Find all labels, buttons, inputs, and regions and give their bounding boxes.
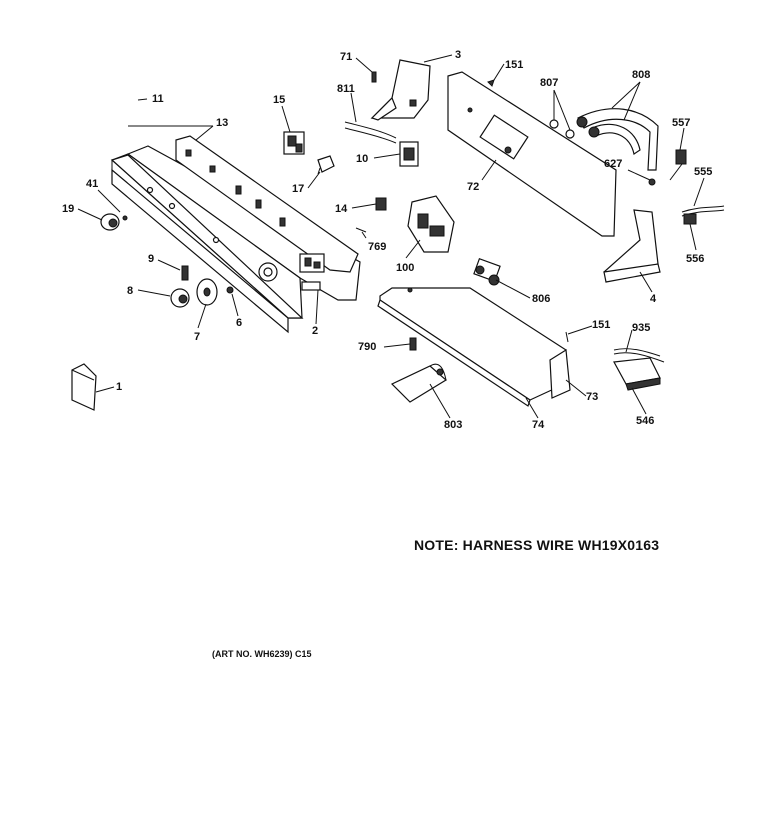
callout-8: 8 — [127, 285, 133, 297]
control-panel-frame-part — [175, 135, 359, 291]
screw-151-top-part — [487, 79, 495, 87]
callout-935: 935 — [632, 322, 650, 334]
bracket-3-part — [370, 59, 431, 121]
callout-769: 769 — [368, 241, 386, 253]
spring-9-part — [181, 265, 189, 281]
bracket-803-part — [390, 363, 448, 403]
harness-wire-note: NOTE: HARNESS WIRE WH19X0163 — [414, 537, 660, 553]
callout-11: 11 — [152, 93, 164, 105]
callout-803: 803 — [444, 419, 462, 431]
callout-555: 555 — [694, 166, 712, 178]
callout-41: 41 — [86, 178, 98, 190]
callout-73: 73 — [586, 391, 598, 403]
callout-3: 3 — [455, 49, 461, 61]
callout-807: 807 — [540, 77, 558, 89]
callout-557: 557 — [672, 117, 690, 129]
callout-811: 811 — [337, 83, 355, 95]
callout-10: 10 — [356, 153, 368, 165]
knob-8-part — [170, 288, 190, 308]
bracket-4-part — [603, 209, 661, 283]
callout-13: 13 — [216, 117, 228, 129]
literature-envelope-part — [71, 363, 97, 411]
cord-557-part — [669, 149, 687, 181]
hose-808-part — [576, 108, 659, 171]
hose-811-part — [344, 121, 397, 144]
callout-151-top: 151 — [505, 59, 523, 71]
rear-panel-part — [447, 71, 617, 237]
clip-14-part — [375, 197, 387, 211]
washer-807-part — [549, 119, 575, 139]
clip-790-part — [409, 337, 417, 351]
dial-7-part — [196, 278, 218, 306]
callout-74: 74 — [532, 419, 545, 431]
callout-808: 808 — [632, 69, 650, 81]
callout-627: 627 — [604, 158, 622, 170]
callout-14: 14 — [335, 203, 348, 215]
callout-790: 790 — [358, 341, 376, 353]
callout-71: 71 — [340, 51, 352, 63]
callout-556: 556 — [686, 253, 704, 265]
timer-10-part — [399, 141, 419, 167]
callout-2: 2 — [312, 325, 318, 337]
callout-72: 72 — [467, 181, 479, 193]
callout-151-lower: 151 — [592, 319, 610, 331]
callout-546: 546 — [636, 415, 654, 427]
switch-15-part — [283, 131, 305, 155]
callout-19: 19 — [62, 203, 74, 215]
clip-6-part — [226, 286, 234, 294]
screw-151-lower-part — [565, 331, 569, 343]
callout-labels: 11 13 41 19 9 8 7 6 2 1 15 17 71 3 811 1… — [62, 49, 712, 431]
callout-1: 1 — [116, 381, 122, 393]
callout-100: 100 — [396, 262, 414, 274]
clip-17-part — [317, 155, 335, 175]
console-base-part — [377, 287, 571, 407]
callout-9: 9 — [148, 253, 154, 265]
knob-19-part — [100, 213, 128, 231]
leader-lines — [77, 54, 705, 419]
connector-556-part — [683, 213, 697, 225]
module-546-part — [613, 357, 661, 391]
screw-627-part — [648, 178, 656, 186]
callout-806: 806 — [532, 293, 550, 305]
screw-71-part — [371, 71, 377, 83]
valve-806-part — [473, 257, 501, 286]
callout-4: 4 — [650, 293, 657, 305]
callout-17: 17 — [292, 183, 304, 195]
callout-6: 6 — [236, 317, 242, 329]
callout-15: 15 — [273, 94, 285, 106]
motor-100-part — [407, 195, 455, 253]
screw-769-part — [355, 227, 367, 233]
art-number: (ART NO. WH6239) C15 — [212, 649, 312, 659]
harness-935-part — [613, 348, 665, 363]
callout-7: 7 — [194, 331, 200, 343]
